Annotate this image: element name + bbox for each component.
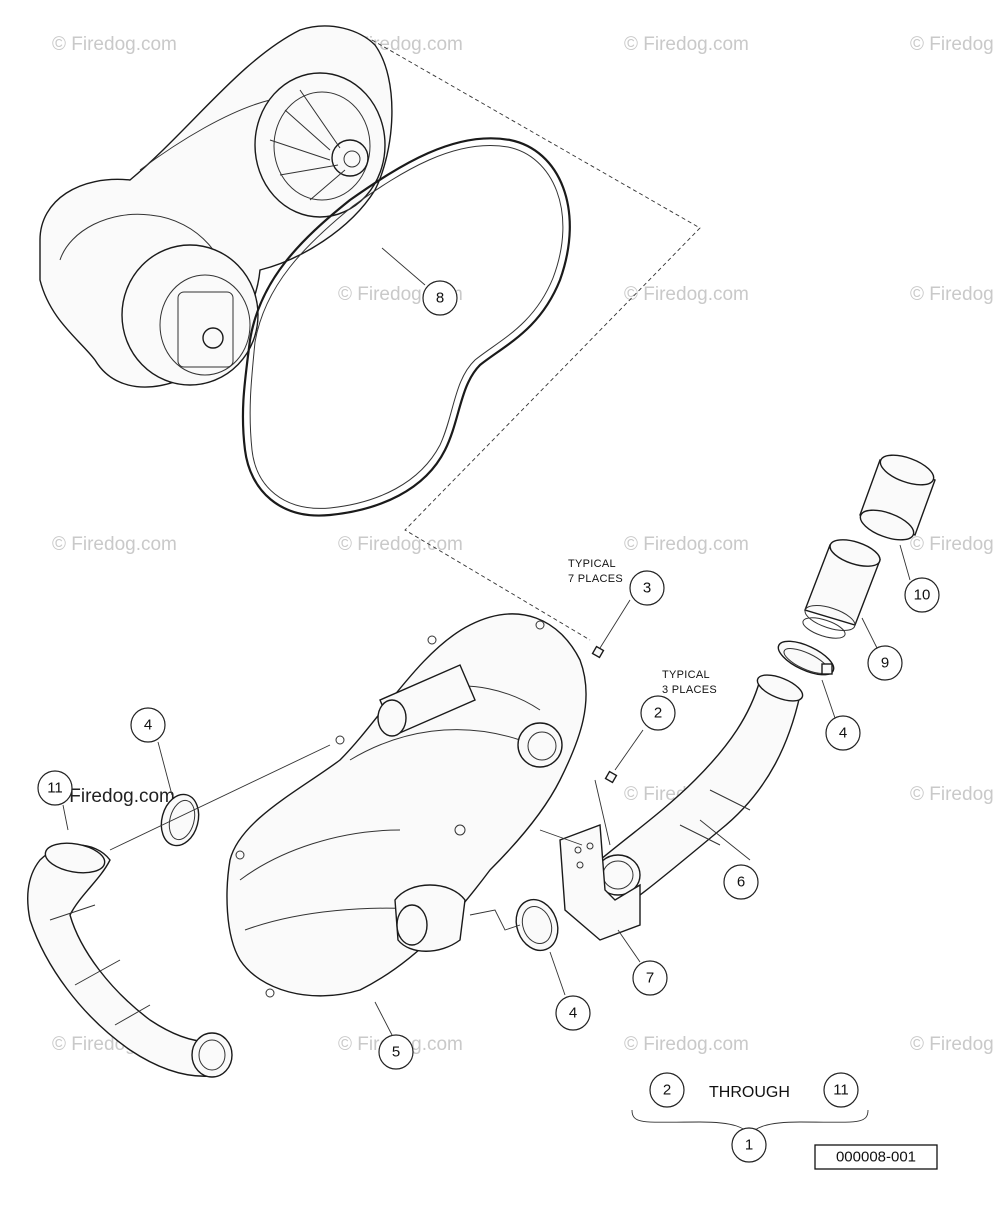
callout-2[interactable]: 2 [640,695,676,731]
watermark: © Firedog.com [910,534,994,555]
callout-7[interactable]: 7 [632,960,668,996]
svg-text:1: 1 [745,1137,753,1154]
svg-text:2: 2 [663,1082,671,1099]
intake-duct [595,674,804,896]
assembly-dash-line [371,39,701,641]
hose-clamp-left [160,793,200,847]
svg-text:8: 8 [436,290,444,307]
callout-1[interactable]: 1 [731,1127,767,1163]
leader-lines [62,247,911,1136]
callout-8[interactable]: 8 [422,280,458,316]
watermarks: © Firedog.com © Firedog.com © Firedog.co… [50,34,994,1055]
svg-text:3: 3 [643,580,651,597]
svg-text:11: 11 [833,1082,849,1099]
svg-text:5: 5 [392,1044,400,1061]
part-number: 000008-001 [836,1149,916,1166]
air-filter-element [859,454,936,541]
watermark: © Firedog.com [338,534,463,555]
watermark: © Firedog.com [52,34,177,55]
svg-text:7: 7 [646,970,654,987]
svg-text:2: 2 [654,705,662,722]
callout-3[interactable]: 3 [629,570,665,606]
clutch-cover-outer [226,613,587,998]
note-typical-7-line1: TYPICAL [568,558,616,570]
notes: TYPICAL 7 PLACES TYPICAL 3 PLACES THROUG… [568,558,790,1101]
drive-belt [241,137,571,517]
watermark: © Firedog.com [624,34,749,55]
mounting-bracket [559,824,641,941]
note-typical-3-line2: 3 PLACES [662,684,717,696]
callout-11[interactable]: 11 [37,770,73,806]
watermark: © Firedog.com [910,784,994,805]
svg-text:11: 11 [47,780,63,797]
svg-text:9: 9 [881,655,889,672]
watermark: © Firedog.com [910,34,994,55]
watermark-dark: © Firedog.com [50,786,175,807]
callout-6[interactable]: 6 [723,864,759,900]
watermark: © Firedog.com [624,1034,749,1055]
screws [591,645,618,784]
callout-4-center[interactable]: 4 [555,995,591,1031]
callout-4-right[interactable]: 4 [825,715,861,751]
intake-boot [802,539,881,639]
callout-9[interactable]: 9 [867,645,903,681]
callout-10[interactable]: 10 [904,577,940,613]
svg-text:4: 4 [144,717,152,734]
clutch-housing-inner [39,25,393,388]
callout-11-range-end[interactable]: 11 [823,1072,859,1108]
callout-2-range-start[interactable]: 2 [649,1072,685,1108]
note-typical-7-line2: 7 PLACES [568,573,623,585]
callouts: 8 3 10 9 2 4 4 4 [37,280,940,1163]
svg-text:10: 10 [914,587,931,604]
watermark: © Firedog.com [910,284,994,305]
watermark: © Firedog.com [624,284,749,305]
hose-clamp-right [777,640,835,676]
svg-text:6: 6 [737,874,745,891]
outlet-duct [27,842,233,1078]
watermark: © Firedog.com [910,1034,994,1055]
note-typical-3-line1: TYPICAL [662,669,710,681]
callout-5[interactable]: 5 [378,1034,414,1070]
hose-clamp-center [515,898,559,952]
callout-4-left[interactable]: 4 [130,707,166,743]
part-number-box: 000008-001 [814,1144,938,1170]
watermark: © Firedog.com [52,534,177,555]
svg-text:4: 4 [839,725,847,742]
svg-text:4: 4 [569,1005,577,1022]
watermark: © Firedog.com [624,534,749,555]
note-through: THROUGH [709,1084,790,1101]
